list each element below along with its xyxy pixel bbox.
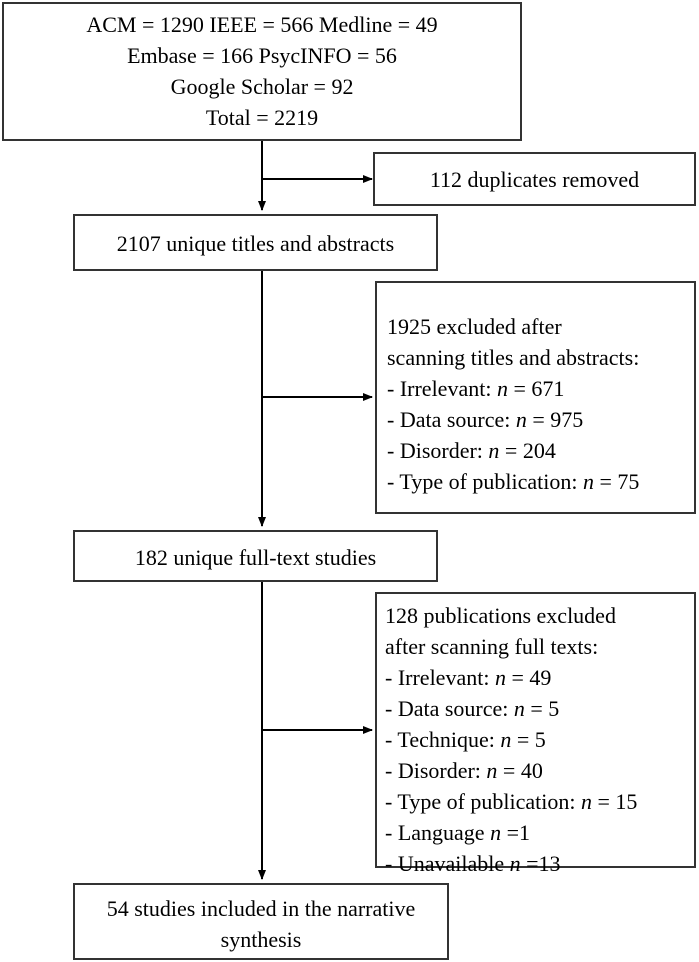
included-studies-box: 54 studies included in the narrative syn… — [73, 883, 449, 960]
databases-line-1: ACM = 1290 IEEE = 566 Medline = 49 — [86, 12, 438, 37]
databases-box: ACM = 1290 IEEE = 566 Medline = 49 Embas… — [2, 2, 522, 141]
exclusion-reason-item: - Data source: n = 975 — [387, 407, 584, 432]
unique-titles-box: 2107 unique titles and abstracts — [73, 214, 438, 271]
databases-line-2: Embase = 166 PsycINFO = 56 — [127, 43, 397, 68]
full-text-text: 182 unique full-text studies — [134, 545, 377, 570]
exclusion-reason-item: - Disorder: n = 40 — [385, 758, 543, 783]
excluded-screening-heading-1: 1925 excluded after — [387, 314, 562, 339]
included-line-1: 54 studies included in the narrative — [106, 896, 416, 921]
full-text-box: 182 unique full-text studies — [73, 530, 438, 582]
exclusion-reason-item: - Irrelevant: n = 49 — [385, 665, 552, 690]
duplicates-text: 112 duplicates removed — [429, 167, 640, 192]
excluded-screening-box: 1925 excluded after scanning titles and … — [375, 281, 696, 514]
exclusion-reason-item: - Type of publication: n = 75 — [387, 469, 640, 494]
excluded-fulltext-heading-2: after scanning full texts: — [385, 634, 599, 659]
excluded-fulltext-heading-1: 128 publications excluded — [385, 603, 616, 628]
exclusion-reason-item: - Data source: n = 5 — [385, 696, 560, 721]
databases-total: Total = 2219 — [205, 105, 319, 130]
exclusion-reason-item: - Disorder: n = 204 — [387, 438, 556, 463]
exclusion-reason-item: - Language n =1 — [385, 820, 530, 845]
exclusion-reason-item: - Type of publication: n = 15 — [385, 789, 638, 814]
unique-titles-text: 2107 unique titles and abstracts — [116, 231, 395, 256]
exclusion-reason-item: - Irrelevant: n = 671 — [387, 376, 565, 401]
included-line-2: synthesis — [220, 927, 302, 952]
exclusion-reason-item: - Technique: n = 5 — [385, 727, 546, 752]
exclusion-reason-item: - Unavailable n =13 — [385, 851, 561, 876]
excluded-screening-heading-2: scanning titles and abstracts: — [387, 345, 640, 370]
duplicates-box: 112 duplicates removed — [373, 152, 696, 206]
databases-line-3: Google Scholar = 92 — [170, 74, 354, 99]
excluded-fulltext-box: 128 publications excluded after scanning… — [375, 592, 696, 876]
